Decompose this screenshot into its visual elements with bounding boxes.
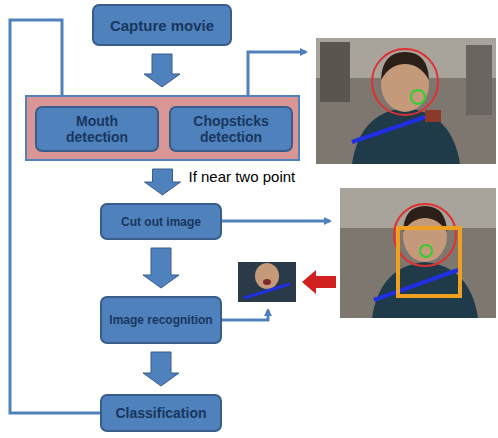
process-box: Mouth detection [35,106,159,152]
red-arrow [302,270,336,294]
flow-arrow [143,352,179,386]
process-box: Chopsticks detection [169,106,293,152]
box-label: Classification [115,405,206,421]
cut-out-thumbnail [238,262,296,302]
feedback-arrow [10,20,100,413]
detection-band: Mouth detection Chopsticks detection [25,95,300,161]
box-label: Capture movie [110,17,214,34]
callout-arrow [248,52,306,95]
box-label: Image recognition [109,313,212,327]
condition-label: If near two point [189,168,296,185]
box-label: Chopsticks detection [177,113,285,145]
flow-arrow [145,169,181,195]
callout-arrow [222,310,268,320]
callout-arrow [222,220,330,223]
process-box: Image recognition [100,296,222,344]
process-box: Capture movie [92,4,232,46]
cropped-photo [340,188,496,318]
box-label: Cut out image [121,215,201,229]
flow-arrow [143,248,179,288]
process-box: Classification [100,394,222,432]
flow-arrow [144,54,180,87]
box-label: Mouth detection [43,113,151,145]
camera-photo [316,38,496,164]
process-box: Cut out image [100,203,222,240]
